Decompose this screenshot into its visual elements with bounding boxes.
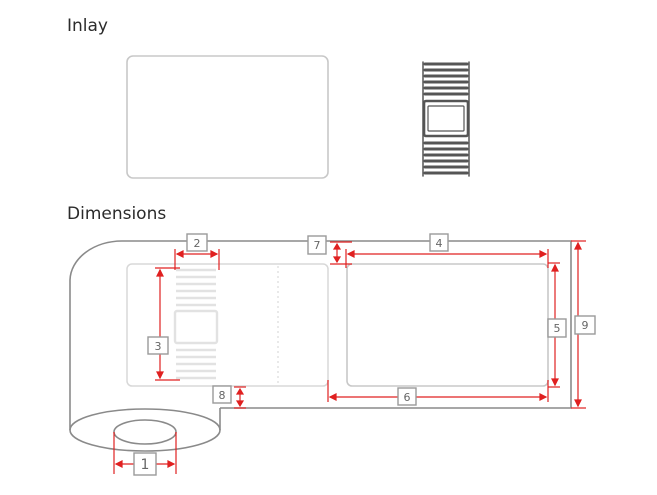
antenna-upper-meander	[423, 62, 469, 96]
svg-text:8: 8	[219, 389, 226, 402]
dimension-label-7: 7	[307, 235, 327, 255]
svg-text:2: 2	[194, 237, 201, 250]
svg-text:4: 4	[436, 237, 443, 250]
svg-text:3: 3	[155, 340, 162, 353]
rfid-antenna-icon	[422, 61, 470, 177]
svg-text:9: 9	[582, 319, 589, 332]
antenna-chip-loop	[422, 99, 470, 138]
dimension-label-2: 2	[186, 233, 208, 252]
dimension-label-3: 3	[147, 336, 169, 355]
dimension-label-9: 9	[574, 315, 596, 335]
svg-text:1: 1	[141, 457, 150, 473]
roll-core-hole	[113, 419, 177, 445]
antenna-lower-meander	[423, 141, 469, 175]
inlay-heading: Inlay	[67, 16, 108, 36]
svg-text:6: 6	[404, 391, 411, 404]
svg-text:5: 5	[554, 322, 561, 335]
dimension-label-1: 1	[133, 452, 157, 476]
dimensions-heading: Dimensions	[67, 204, 167, 224]
label-roll	[69, 240, 572, 452]
dimension-label-5: 5	[547, 318, 567, 338]
roll-side-ellipse	[69, 408, 221, 452]
faded-inlay-label	[126, 263, 329, 387]
dimension-label-6: 6	[397, 387, 417, 406]
svg-text:7: 7	[314, 239, 321, 252]
dimension-label-4: 4	[429, 233, 449, 252]
dimension-label-8: 8	[212, 385, 232, 404]
second-label-outline	[346, 263, 549, 387]
label-face-outline	[126, 55, 329, 179]
